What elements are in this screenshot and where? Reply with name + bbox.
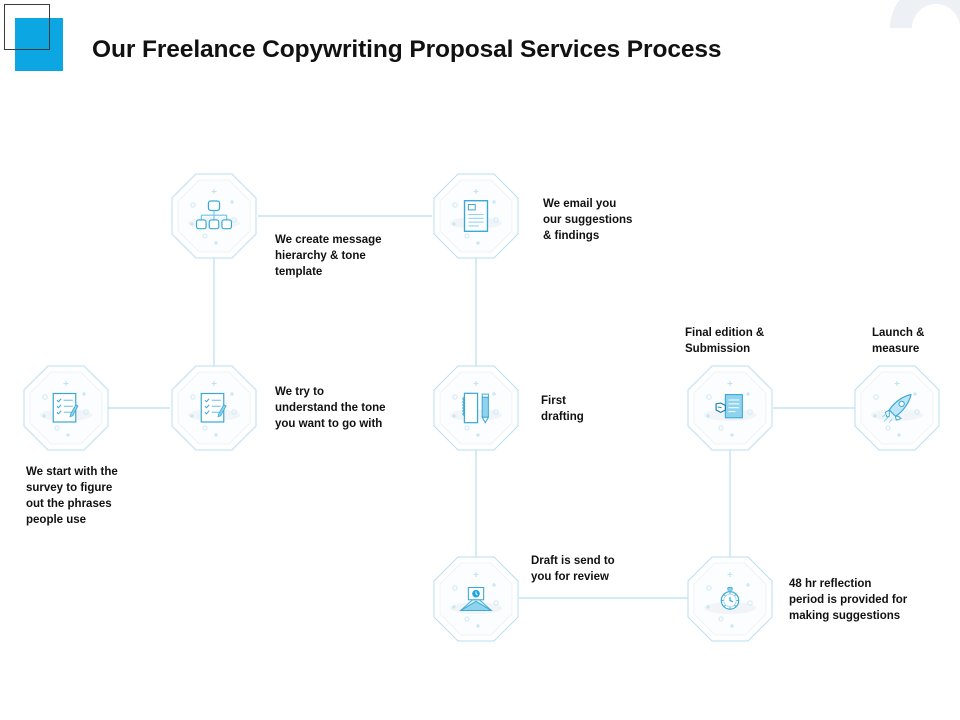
label-reflection: 48 hr reflection period is provided for … bbox=[789, 578, 908, 622]
label-hierarchy: We create message hierarchy & tone templ… bbox=[275, 234, 382, 278]
rocket-icon bbox=[854, 365, 940, 451]
page-title: Our Freelance Copywriting Proposal Servi… bbox=[92, 36, 722, 63]
node-launch[interactable] bbox=[854, 365, 940, 451]
hand-document-icon bbox=[687, 365, 773, 451]
node-hierarchy[interactable] bbox=[171, 173, 257, 259]
notepad-pencil-icon bbox=[433, 365, 519, 451]
corner-ring-mask bbox=[886, 28, 960, 98]
node-reflection[interactable] bbox=[687, 556, 773, 642]
hierarchy-tree-icon bbox=[171, 173, 257, 259]
label-final: Final edition & Submission bbox=[685, 327, 765, 355]
label-drafting: First drafting bbox=[541, 395, 584, 423]
node-tone[interactable] bbox=[171, 365, 257, 451]
node-survey[interactable] bbox=[23, 365, 109, 451]
node-final[interactable] bbox=[687, 365, 773, 451]
label-launch: Launch & measure bbox=[872, 327, 925, 355]
node-drafting[interactable] bbox=[433, 365, 519, 451]
checklist-survey-icon bbox=[23, 365, 109, 451]
label-survey: We start with the survey to figure out t… bbox=[26, 466, 118, 526]
open-envelope-icon bbox=[433, 556, 519, 642]
node-review[interactable] bbox=[433, 556, 519, 642]
blue-square-decoration bbox=[15, 18, 63, 71]
clock-compass-icon bbox=[687, 556, 773, 642]
checklist-survey-icon bbox=[171, 365, 257, 451]
outline-square-decoration bbox=[4, 4, 50, 50]
label-tone: We try to understand the tone you want t… bbox=[275, 386, 386, 430]
document-page-icon bbox=[433, 173, 519, 259]
label-email: We email you our suggestions & findings bbox=[543, 198, 633, 242]
node-email[interactable] bbox=[433, 173, 519, 259]
label-review: Draft is send to you for review bbox=[531, 555, 615, 583]
